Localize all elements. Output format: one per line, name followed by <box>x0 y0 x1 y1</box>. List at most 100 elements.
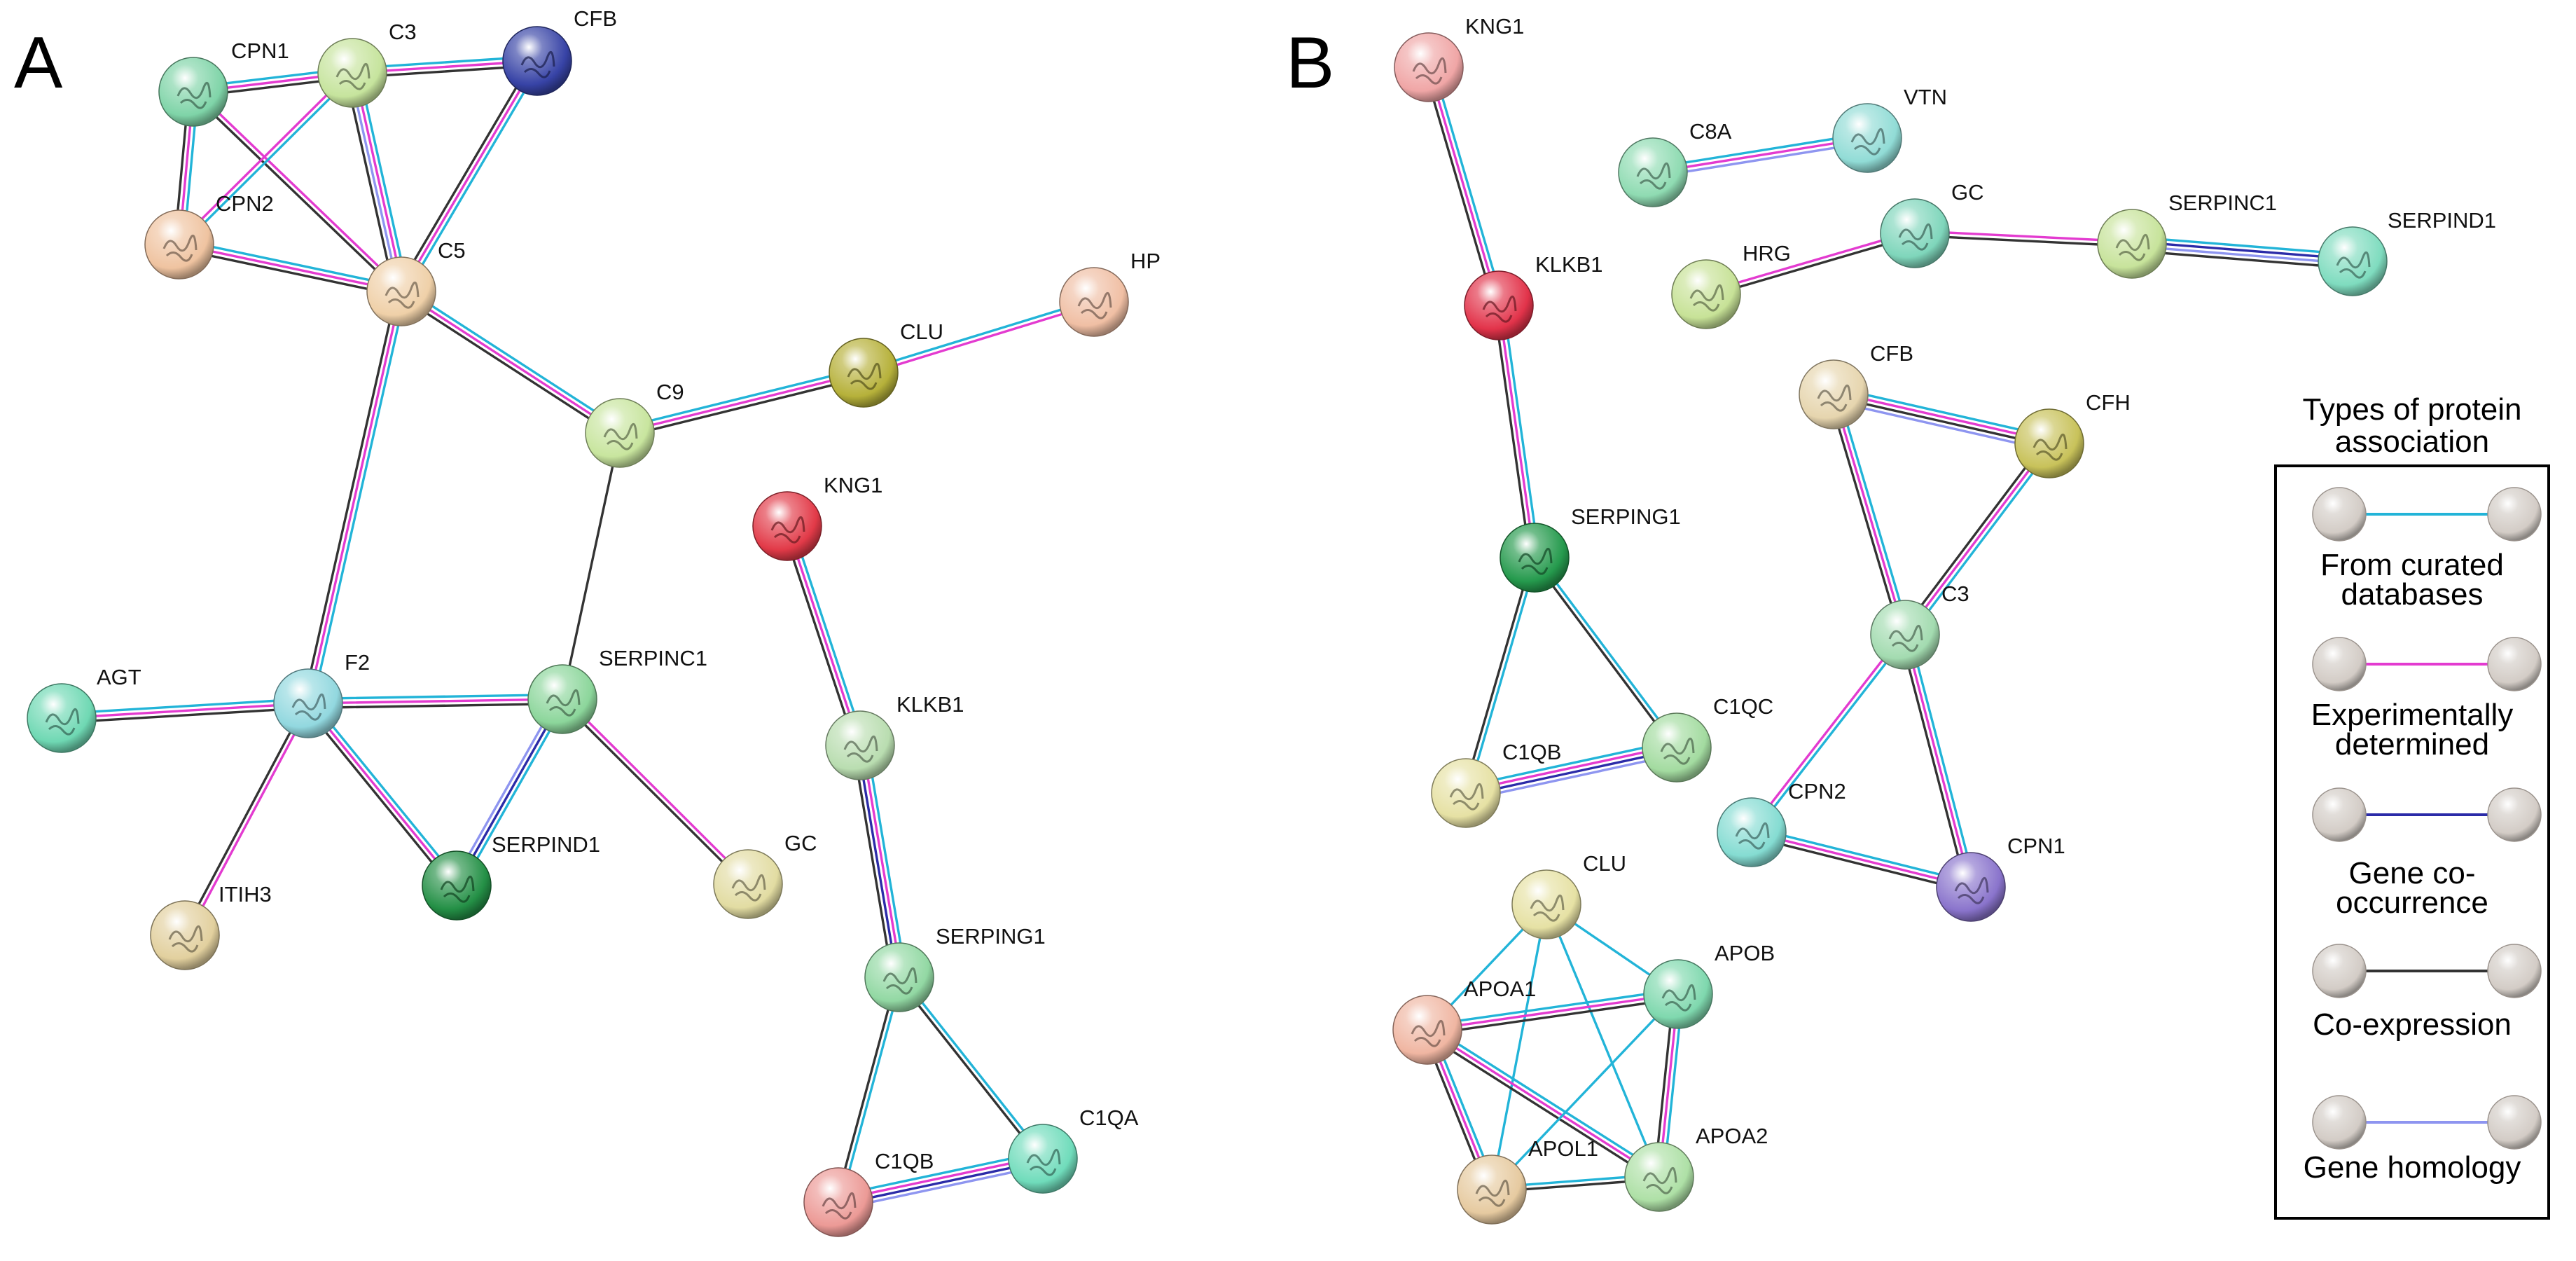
node-sphere[interactable] <box>144 209 214 280</box>
protein-structure-icon <box>2336 251 2371 279</box>
edge-line-coexpression <box>396 57 535 291</box>
a-node-serpinc1[interactable]: SERPINC1 <box>527 646 707 734</box>
node-sphere[interactable] <box>1880 198 1950 268</box>
node-sphere[interactable] <box>527 664 597 734</box>
a-node-hp[interactable]: HP <box>1059 249 1161 337</box>
legend-swatch-homology <box>2312 1095 2542 1150</box>
edge-line-coexpression <box>1705 234 1917 298</box>
b-node-c8a[interactable]: C8A <box>1618 119 1732 207</box>
node-sphere[interactable] <box>1618 137 1688 207</box>
node-sphere[interactable] <box>864 942 934 1012</box>
a-node-agt[interactable]: AGT <box>27 665 141 753</box>
protein-structure-icon <box>822 1192 857 1220</box>
protein-structure-icon <box>1475 1179 1510 1207</box>
b-node-gc[interactable]: GC <box>1880 180 1984 268</box>
edge-line-experimental <box>863 303 1096 376</box>
a-node-serpind1[interactable]: SERPIND1 <box>422 832 600 921</box>
a-node-c1qb[interactable]: C1QB <box>803 1149 934 1237</box>
a-node-klkb1[interactable]: KLKB1 <box>825 692 964 780</box>
b-node-klkb1[interactable]: KLKB1 <box>1464 252 1603 340</box>
a-edge-c5-c9 <box>397 286 624 439</box>
node-sphere[interactable] <box>1394 32 1464 102</box>
a-node-c9[interactable]: C9 <box>585 380 684 468</box>
a-node-serping1[interactable]: SERPING1 <box>864 924 1046 1012</box>
a-edge-f2-serpind1 <box>303 699 462 890</box>
b-node-vtn[interactable]: VTN <box>1832 85 1947 173</box>
b-node-apol1[interactable]: APOL1 <box>1457 1136 1598 1225</box>
node-sphere[interactable] <box>1642 712 1712 783</box>
node-sphere[interactable] <box>27 683 97 753</box>
b-node-serping1[interactable]: SERPING1 <box>1500 504 1681 593</box>
b-node-apob[interactable]: APOB <box>1643 941 1775 1029</box>
node-sphere[interactable] <box>1870 600 1940 670</box>
a-node-f2[interactable]: F2 <box>273 650 370 738</box>
node-sphere[interactable] <box>2097 209 2167 279</box>
node-sphere[interactable] <box>1059 267 1129 337</box>
node-sphere[interactable] <box>1832 103 1902 173</box>
b-node-c1qc[interactable]: C1QC <box>1642 694 1773 783</box>
node-sphere[interactable] <box>1671 259 1741 329</box>
panel-a-label: A <box>14 22 63 104</box>
node-sphere[interactable] <box>1431 758 1501 828</box>
node-sphere[interactable] <box>1799 359 1869 429</box>
a-node-cpn1[interactable]: CPN1 <box>158 39 289 127</box>
node-sphere[interactable] <box>752 491 822 561</box>
edge-line-experimental <box>307 290 403 705</box>
node-sphere[interactable] <box>273 668 343 738</box>
node-sphere[interactable] <box>803 1167 873 1237</box>
node-sphere[interactable] <box>2014 408 2084 478</box>
node-sphere[interactable] <box>585 398 655 468</box>
b-node-c1qb[interactable]: C1QB <box>1431 740 1561 828</box>
a-node-kng1[interactable]: KNG1 <box>752 473 882 561</box>
node-sphere[interactable] <box>158 57 228 127</box>
node-sphere[interactable] <box>1511 869 1581 939</box>
b-node-clu[interactable]: CLU <box>1511 851 1626 939</box>
node-sphere[interactable] <box>1392 995 1462 1065</box>
b-node-serpind1[interactable]: SERPIND1 <box>2318 208 2496 296</box>
edge-line-coexpression <box>1531 558 1677 750</box>
node-sphere[interactable] <box>1936 852 2006 922</box>
a-node-clu[interactable]: CLU <box>829 319 943 408</box>
node-sphere[interactable] <box>1717 797 1787 867</box>
node-sphere[interactable] <box>150 900 220 970</box>
node-sphere[interactable] <box>1500 523 1570 593</box>
a-node-cfb[interactable]: CFB <box>502 6 617 96</box>
node-sphere[interactable] <box>829 338 899 408</box>
a-node-c3[interactable]: C3 <box>317 20 417 108</box>
b-node-cfb[interactable]: CFB <box>1799 341 1913 429</box>
node-sphere[interactable] <box>366 256 436 326</box>
node-sphere[interactable] <box>1464 270 1534 340</box>
node-sphere[interactable] <box>825 710 895 780</box>
legend-node-right <box>2487 944 2542 998</box>
b-node-serpinc1[interactable]: SERPINC1 <box>2097 191 2277 279</box>
b-node-cpn2[interactable]: CPN2 <box>1717 779 1846 867</box>
edge-line-experimental <box>1704 230 1916 294</box>
a-node-cpn2[interactable]: CPN2 <box>144 191 274 280</box>
node-sphere[interactable] <box>1008 1124 1078 1194</box>
b-node-cpn1[interactable]: CPN1 <box>1936 834 2065 922</box>
b-node-hrg[interactable]: HRG <box>1671 241 1791 329</box>
node-sphere[interactable] <box>317 38 387 108</box>
node-sphere[interactable] <box>713 849 783 919</box>
node-sphere[interactable] <box>422 850 492 921</box>
node-sphere[interactable] <box>1643 959 1713 1029</box>
b-node-apoa1[interactable]: APOA1 <box>1392 977 1536 1065</box>
legend-swatch-experimental <box>2312 637 2542 691</box>
a-node-c1qa[interactable]: C1QA <box>1008 1105 1139 1194</box>
node-sphere[interactable] <box>1624 1142 1694 1212</box>
a-node-gc[interactable]: GC <box>713 831 817 919</box>
b-node-apoa2[interactable]: APOA2 <box>1624 1124 1768 1212</box>
b-edge-gc-serpinc1 <box>1913 230 2133 247</box>
a-node-c5[interactable]: C5 <box>366 238 466 326</box>
edge-line-experimental <box>60 702 310 719</box>
edge-line-experimental <box>836 1155 1044 1201</box>
b-node-cfh[interactable]: CFH <box>2014 390 2131 478</box>
node-sphere[interactable] <box>502 26 572 96</box>
b-node-c3[interactable]: C3 <box>1870 581 1969 670</box>
node-sphere[interactable] <box>2318 226 2388 296</box>
a-node-itih3[interactable]: ITIH3 <box>150 882 272 970</box>
b-node-kng1[interactable]: KNG1 <box>1394 14 1524 102</box>
node-sphere[interactable] <box>1457 1155 1527 1225</box>
node-label: APOL1 <box>1528 1136 1598 1161</box>
protein-structure-icon <box>1636 162 1671 190</box>
